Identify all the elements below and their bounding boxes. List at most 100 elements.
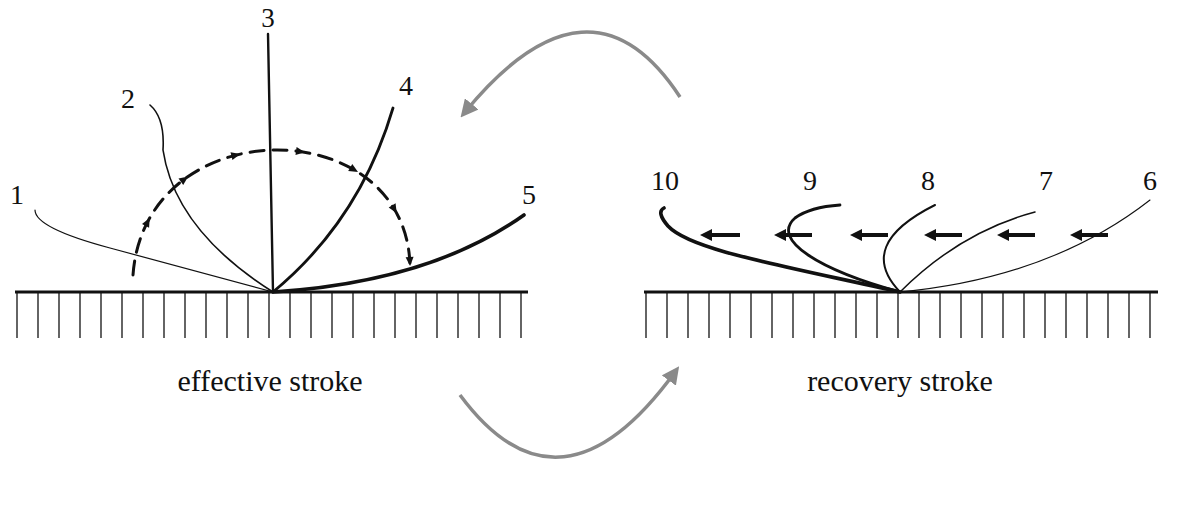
hatch-stroke [499, 293, 500, 338]
arrowhead [348, 164, 360, 175]
arrowhead [700, 229, 712, 241]
hatch-stroke [352, 293, 353, 338]
hatch-stroke [960, 293, 961, 338]
hatch-stroke [268, 293, 269, 338]
hatch-stroke [331, 293, 332, 338]
hatch-stroke [981, 293, 982, 338]
hatch-stroke [1023, 293, 1024, 338]
hatch-stroke [394, 293, 395, 338]
arrowhead [1070, 229, 1082, 241]
hatch-stroke [876, 293, 877, 338]
hatch-stroke [184, 293, 185, 338]
arrowhead [295, 147, 305, 156]
hatch-stroke [855, 293, 856, 338]
hatch-stroke [645, 293, 646, 338]
hatch-stroke [310, 293, 311, 338]
arrow-shaft [1005, 233, 1035, 237]
hatch-stroke [750, 293, 751, 338]
arrowhead [142, 216, 153, 228]
callout-number: 6 [1143, 167, 1157, 195]
hatch-stroke [708, 293, 709, 338]
hatch-stroke [1086, 293, 1087, 338]
cilium [273, 108, 393, 292]
arrow-shaft [708, 233, 740, 237]
arc-arrowheads [142, 147, 414, 266]
hatch-stroke [121, 293, 122, 338]
hatch-stroke [79, 293, 80, 338]
direction-arrows [700, 229, 1108, 241]
callout-number: 8 [921, 167, 935, 195]
cilium [661, 208, 900, 292]
hatch-stroke [1065, 293, 1066, 338]
cilia-recovery [661, 200, 1150, 292]
hatch-stroke [1149, 293, 1150, 338]
arrow-shaft [782, 233, 812, 237]
stroke-caption: effective stroke [177, 366, 362, 396]
hatch-stroke [771, 293, 772, 338]
hatch-stroke [58, 293, 59, 338]
callout-number: 10 [651, 167, 679, 195]
callout-number: 5 [522, 181, 536, 209]
motion-arc [133, 150, 410, 275]
hatch-stroke [687, 293, 688, 338]
hatch-stroke [813, 293, 814, 338]
stroke-caption: recovery stroke [807, 366, 993, 396]
hatch-stroke [436, 293, 437, 338]
hatching [646, 293, 1150, 338]
hatch-stroke [897, 293, 898, 338]
hatch-stroke [939, 293, 940, 338]
hatch-stroke [478, 293, 479, 338]
hatch-stroke [163, 293, 164, 338]
hatch-stroke [205, 293, 206, 338]
arrowhead [179, 173, 191, 185]
cycle-arrow [465, 32, 680, 112]
arrowhead [924, 229, 936, 241]
callout-number: 7 [1039, 167, 1053, 195]
arrowhead [406, 257, 414, 266]
hatch-stroke [289, 293, 290, 338]
arrow-shaft [858, 233, 888, 237]
hatch-stroke [457, 293, 458, 338]
arrowhead [231, 150, 242, 160]
arrow-shaft [1078, 233, 1108, 237]
callout-number: 2 [121, 85, 135, 113]
hatch-stroke [792, 293, 793, 338]
hatch-stroke [834, 293, 835, 338]
hatch-stroke [1044, 293, 1045, 338]
hatch-stroke [666, 293, 667, 338]
hatch-stroke [226, 293, 227, 338]
callout-number: 9 [803, 167, 817, 195]
cilia-effective [35, 34, 524, 292]
cilium [900, 200, 1150, 292]
hatch-stroke [100, 293, 101, 338]
hatch-stroke [1107, 293, 1108, 338]
hatch-stroke [247, 293, 248, 338]
cilium [150, 105, 273, 292]
hatching [17, 293, 521, 338]
arrow-shaft [932, 233, 962, 237]
cilium [900, 212, 1035, 292]
hatch-stroke [373, 293, 374, 338]
callout-number: 4 [399, 72, 413, 100]
cycle-arrow [460, 372, 675, 457]
hatch-stroke [142, 293, 143, 338]
hatch-stroke [729, 293, 730, 338]
callout-number: 3 [261, 5, 275, 32]
cilium [268, 34, 273, 292]
hatch-stroke [16, 293, 17, 338]
arrowhead [389, 203, 400, 215]
hatch-stroke [1002, 293, 1003, 338]
cilium [273, 215, 524, 292]
arrowhead [997, 229, 1009, 241]
arrowhead [774, 229, 786, 241]
cilium [884, 205, 935, 292]
hatch-stroke [520, 293, 521, 338]
hatch-stroke [918, 293, 919, 338]
arrowhead [850, 229, 862, 241]
hatch-stroke [37, 293, 38, 338]
hatch-stroke [415, 293, 416, 338]
cilium [35, 210, 273, 292]
callout-number: 1 [10, 181, 24, 209]
hatch-stroke [1128, 293, 1129, 338]
